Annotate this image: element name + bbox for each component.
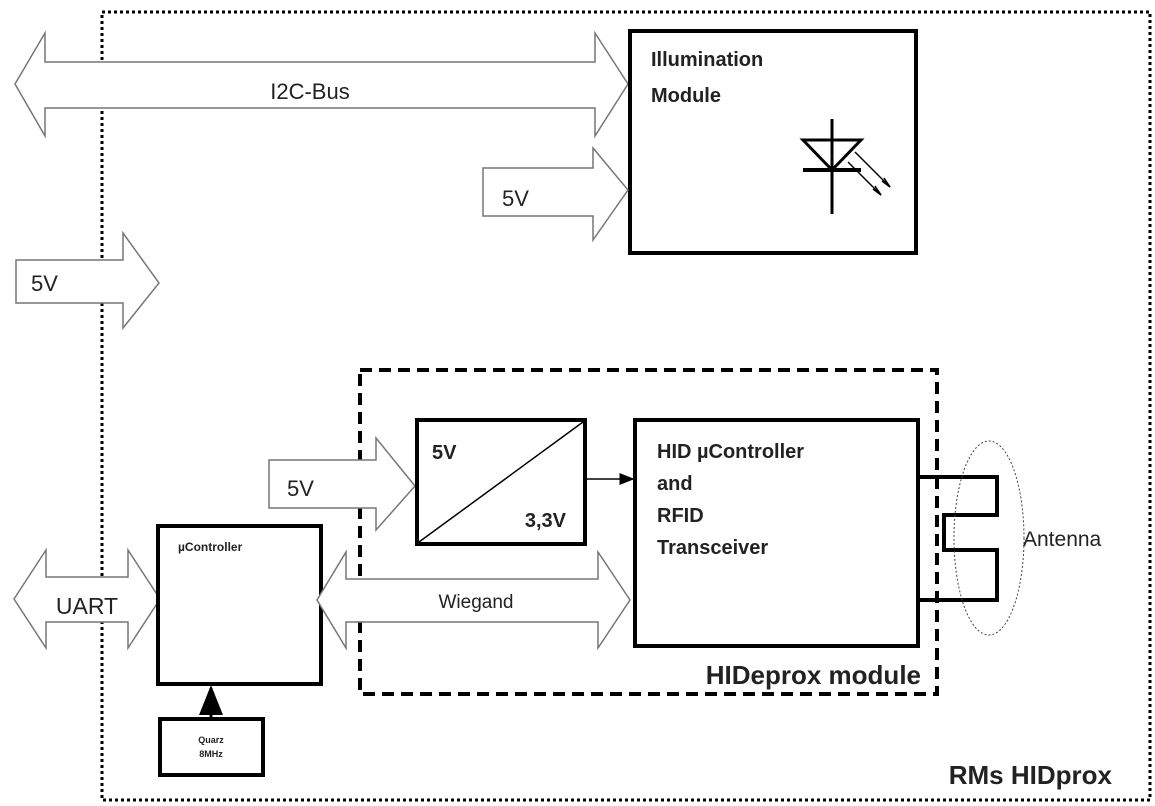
wiegand-label: Wiegand xyxy=(439,592,514,613)
hid-line-1: HID µController xyxy=(657,441,804,463)
quartz-block xyxy=(158,717,265,777)
illumination-module-title: Illumination xyxy=(651,49,763,71)
antenna-label: Antenna xyxy=(1023,528,1102,551)
main-power-arrow xyxy=(15,230,160,331)
illumination-module-subtitle: Module xyxy=(651,85,721,107)
system-boundary xyxy=(100,10,1152,802)
ucontroller-label: µController xyxy=(178,540,243,554)
wiegand-arrow xyxy=(316,549,631,651)
regulator-power-label: 5V xyxy=(287,476,314,501)
regulator-power-arrow xyxy=(268,435,416,532)
illumination-power-arrow xyxy=(482,145,629,243)
hideprox-module-boundary xyxy=(358,368,939,696)
main-power-label: 5V xyxy=(31,271,58,296)
hid-line-2: and xyxy=(657,473,693,495)
hid-line-3: RFID xyxy=(657,505,704,527)
regulator-output-label: 3,3V xyxy=(525,510,567,532)
regulator-input-label: 5V xyxy=(432,442,457,464)
uart-label: UART xyxy=(56,593,118,619)
led-icon xyxy=(799,119,891,214)
hideprox-module-label: HIDeprox module xyxy=(706,660,921,690)
hid-ucontroller-block xyxy=(633,418,920,648)
illumination-module xyxy=(628,29,918,255)
quartz-line-1: Quarz xyxy=(198,735,224,745)
ucontroller-block xyxy=(156,524,323,686)
illumination-power-label: 5V xyxy=(502,186,529,211)
antenna-coil xyxy=(918,475,999,602)
quartz-line-2: 8MHz xyxy=(199,749,223,759)
antenna-ellipse xyxy=(953,440,1025,636)
regulator-diagonal xyxy=(418,421,584,543)
hid-line-4: Transceiver xyxy=(657,537,768,559)
diagram-title: RMs HIDprox xyxy=(949,760,1113,790)
i2c-bus-label: I2C-Bus xyxy=(270,79,349,104)
